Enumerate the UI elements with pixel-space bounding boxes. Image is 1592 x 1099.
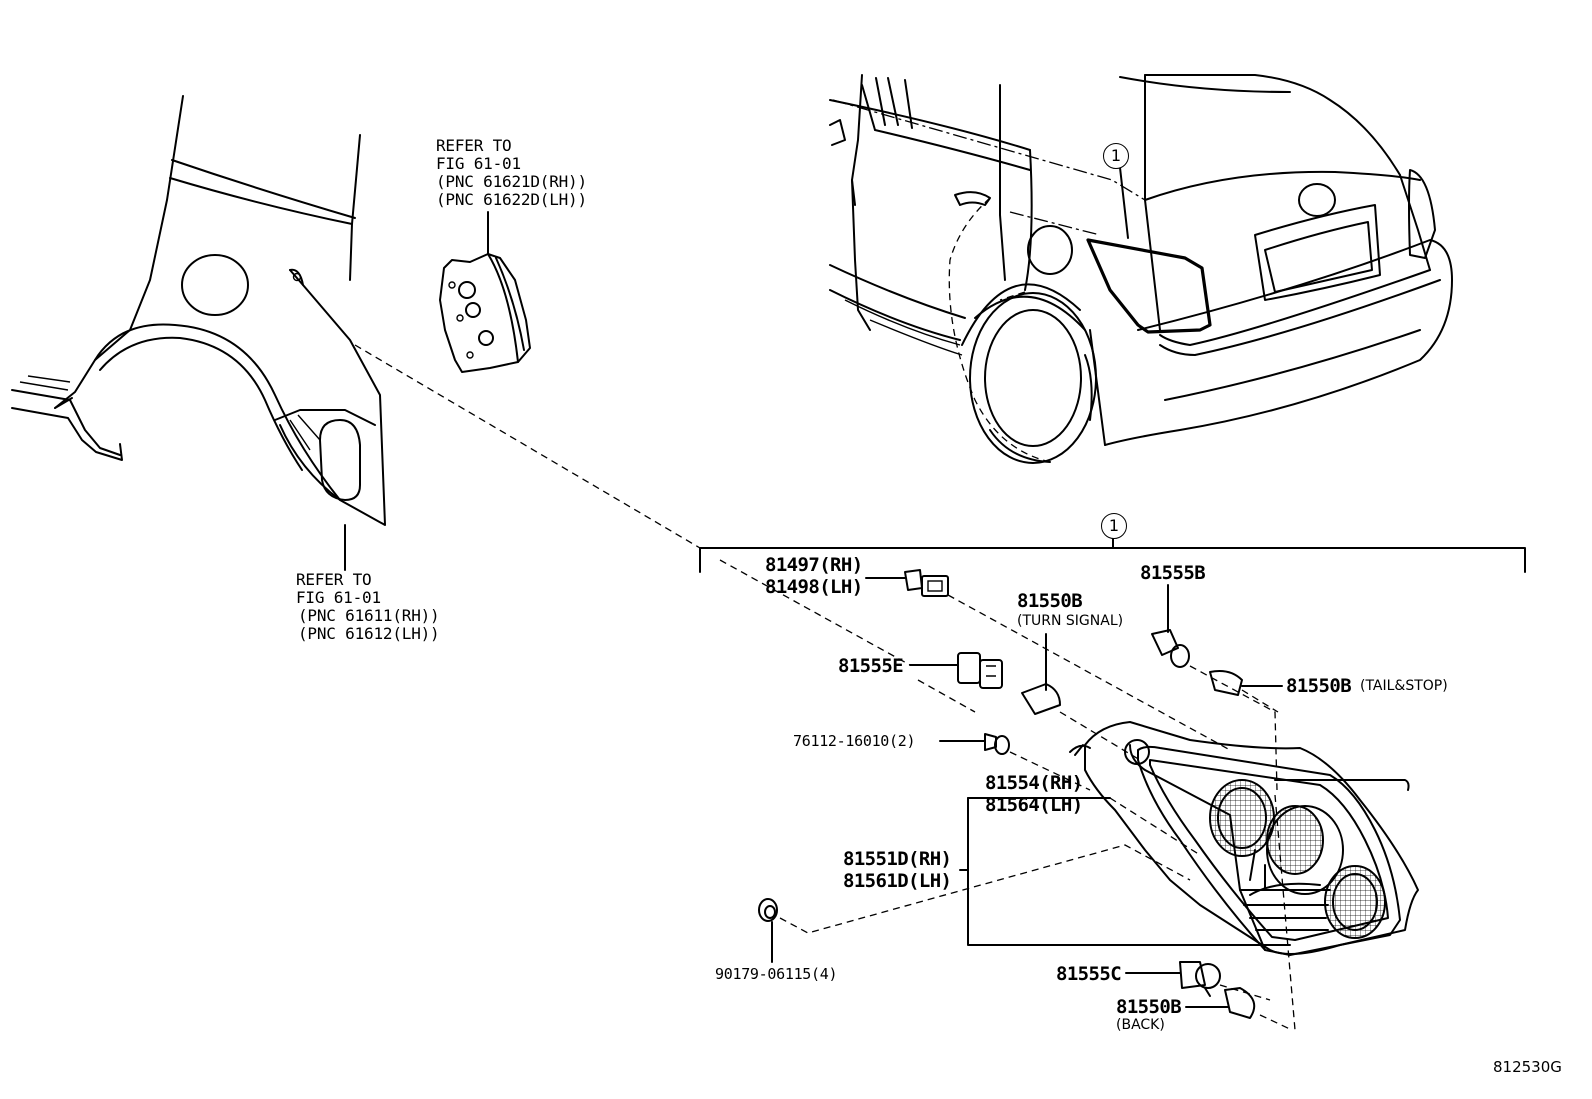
part-81564-lh[interactable]: 81564(LH) — [985, 794, 1083, 816]
caption-turn-signal: (TURN SIGNAL) — [1017, 613, 1124, 629]
part-81561D-lh[interactable]: 81561D(LH) — [843, 870, 952, 892]
caption-back: (BACK) — [1116, 1017, 1165, 1033]
bracket-81554-81551D — [959, 797, 1291, 946]
part-81555B[interactable]: 81555B — [1140, 562, 1206, 584]
bulb-turn-signal — [1021, 633, 1141, 761]
quarter-inner-panel — [439, 211, 531, 373]
part-90179-06115[interactable]: 90179-06115(4) — [715, 965, 838, 983]
callout-assembly: 1 — [1101, 513, 1127, 539]
part-81555C[interactable]: 81555C — [1056, 963, 1122, 985]
figure-code: 812530G — [1493, 1058, 1562, 1076]
part-81550B-back[interactable]: 81550B — [1116, 996, 1182, 1018]
socket-81555C — [1125, 961, 1271, 1001]
caption-tail-stop: (TAIL&STOP) — [1360, 678, 1448, 694]
socket-81555E — [719, 559, 1003, 713]
bulb-tail-stop — [1209, 670, 1283, 713]
part-81555E[interactable]: 81555E — [838, 655, 904, 677]
quarter-panel-outer — [11, 95, 386, 526]
refer-lower-line4: (PNC 61612(LH)) — [298, 624, 440, 643]
part-81554-rh[interactable]: 81554(RH) — [985, 772, 1083, 794]
dashed-link-panel — [354, 344, 701, 549]
part-81497-rh[interactable]: 81497(RH) — [765, 554, 863, 576]
refer-lower-line2: FIG 61-01 — [296, 588, 381, 607]
nut-90179 — [758, 844, 1191, 963]
bulb-back — [1185, 987, 1293, 1031]
refer-lower-line1: REFER TO — [296, 570, 372, 589]
refer-upper-line1: REFER TO — [436, 136, 512, 155]
part-76112-16010[interactable]: 76112-16010(2) — [793, 732, 916, 750]
socket-81497 — [865, 569, 1231, 751]
car-rear-view — [829, 74, 1453, 464]
refer-upper-line3: (PNC 61621D(RH)) — [436, 172, 587, 191]
part-81551D-rh[interactable]: 81551D(RH) — [843, 848, 952, 870]
part-81498-lh[interactable]: 81498(LH) — [765, 576, 863, 598]
callout-car-view: 1 — [1103, 143, 1129, 169]
socket-81555B — [1151, 584, 1278, 791]
tail-lamp-assembly — [1069, 721, 1419, 1031]
part-81550B-turn[interactable]: 81550B — [1017, 590, 1083, 612]
screw-76112 — [939, 733, 1091, 791]
refer-upper-line2: FIG 61-01 — [436, 154, 521, 173]
refer-upper-line4: (PNC 61622D(LH)) — [436, 190, 587, 209]
refer-lower-line3: (PNC 61611(RH)) — [298, 606, 440, 625]
part-81550B-tail[interactable]: 81550B — [1286, 675, 1352, 697]
